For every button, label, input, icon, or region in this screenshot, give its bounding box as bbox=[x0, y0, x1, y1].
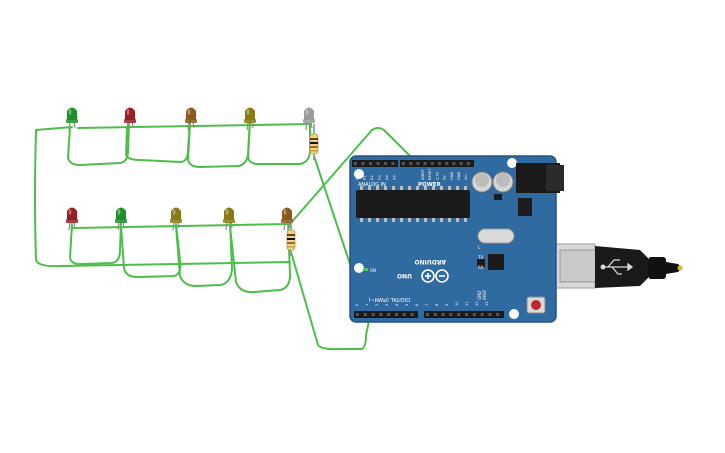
wire-bottom-row-cathode[interactable] bbox=[71, 223, 291, 229]
power-pin-label: 3.3V bbox=[435, 171, 439, 180]
power-pin-label: GND bbox=[450, 172, 454, 180]
wire-top-led4-led5[interactable] bbox=[247, 121, 311, 166]
mounting-hole bbox=[507, 158, 517, 168]
power-pin-label: GND bbox=[457, 172, 461, 180]
usb-tip-dot bbox=[677, 265, 683, 271]
wire-top-led3-led4[interactable] bbox=[187, 117, 251, 168]
led-olive-top[interactable] bbox=[244, 107, 256, 131]
wire-bottom-led2-led3[interactable] bbox=[120, 223, 182, 279]
wire-bottom-led1-led2[interactable] bbox=[69, 221, 122, 266]
led-gray-top[interactable] bbox=[303, 107, 315, 131]
digital-pin-label: 3 bbox=[385, 304, 389, 306]
digital-pin-label: 13 bbox=[485, 301, 489, 306]
on-led-indicator bbox=[363, 268, 368, 271]
digital-pin-label: 11 bbox=[465, 301, 469, 306]
digital-pin-label: 9 bbox=[445, 303, 449, 306]
wire-gnd-to-rail[interactable] bbox=[289, 127, 417, 225]
power-header-strip[interactable] bbox=[400, 160, 474, 167]
led-red-top[interactable] bbox=[124, 107, 136, 131]
digital-header-label: DIGITAL (PWM~) bbox=[368, 296, 410, 302]
capacitor bbox=[492, 171, 514, 193]
wire-bottom-led4-led5[interactable] bbox=[229, 221, 291, 294]
led-green-top[interactable] bbox=[66, 107, 78, 131]
dc-power-jack[interactable] bbox=[516, 163, 564, 193]
aref-label: AREF bbox=[482, 289, 487, 300]
usb-cable[interactable] bbox=[544, 243, 683, 289]
led-olive-bottom-1[interactable] bbox=[170, 207, 182, 231]
wire-bottom-resistor-to-pin[interactable] bbox=[290, 251, 371, 351]
microcontroller-chip bbox=[356, 186, 470, 222]
power-pin-label: 5V bbox=[443, 175, 447, 180]
usb-symbol-icon bbox=[600, 259, 634, 275]
power-header-label: POWER bbox=[418, 182, 442, 188]
digital-pin-label: 8 bbox=[435, 303, 439, 306]
wire-top-led1-led2[interactable] bbox=[67, 123, 130, 166]
analog-pin-label: A4 bbox=[385, 175, 389, 180]
digital-pin-label: 0 bbox=[355, 303, 359, 306]
analog-pin-label: A3 bbox=[378, 175, 382, 180]
power-pin-label: RESET bbox=[428, 168, 432, 180]
analog-pin-label: A1 bbox=[363, 175, 367, 180]
reset-button[interactable] bbox=[526, 296, 546, 314]
wire-top-row-rail[interactable] bbox=[34, 126, 291, 268]
analog-header-strip[interactable] bbox=[352, 160, 398, 167]
digital-pin-label: 2 bbox=[375, 304, 379, 306]
led-red-bottom[interactable] bbox=[66, 207, 78, 231]
digital-pin-label: 12 bbox=[475, 301, 479, 306]
smd-component bbox=[494, 194, 502, 200]
voltage-regulator bbox=[518, 198, 532, 216]
on-led-label: ON bbox=[370, 268, 376, 273]
analog-pin-label: A2 bbox=[370, 175, 374, 180]
power-pin-label: Vin bbox=[464, 174, 468, 180]
arduino-logo-icon bbox=[421, 269, 449, 283]
tx-label: TX bbox=[477, 255, 483, 260]
l-led-label: L bbox=[478, 245, 481, 250]
digital-header-strip-high[interactable] bbox=[424, 311, 504, 318]
analog-header-label: ANALOG IN bbox=[358, 182, 386, 188]
icsp-header[interactable] bbox=[477, 259, 485, 267]
usb-interface-chip bbox=[488, 254, 504, 270]
led-olive-bottom-2[interactable] bbox=[223, 207, 235, 231]
wires bbox=[34, 117, 417, 351]
analog-pin-label: A5 bbox=[393, 175, 397, 180]
mounting-hole bbox=[354, 169, 364, 179]
crystal-oscillator bbox=[477, 228, 515, 244]
digital-pin-label: 4 bbox=[395, 303, 399, 306]
digital-pin-label: 1 bbox=[365, 304, 369, 306]
analog-pin-label: A0 bbox=[355, 175, 359, 180]
digital-pin-label: 6 bbox=[415, 303, 419, 306]
digital-pin-label: 10 bbox=[455, 301, 459, 306]
digital-pin-label: 7 bbox=[425, 304, 429, 306]
led-brown-bottom[interactable] bbox=[281, 207, 293, 231]
digital-header-strip-low[interactable] bbox=[354, 311, 418, 318]
digital-pin-label: 5 bbox=[405, 304, 409, 306]
resistor-top[interactable] bbox=[309, 124, 319, 160]
rx-label: RX bbox=[478, 265, 484, 270]
capacitor bbox=[471, 171, 493, 193]
mounting-hole bbox=[509, 309, 519, 319]
mounting-hole bbox=[354, 263, 364, 273]
arduino-model-label: UNO bbox=[397, 272, 412, 279]
leds bbox=[66, 107, 315, 231]
led-brown-top[interactable] bbox=[185, 107, 197, 131]
led-green-bottom[interactable] bbox=[115, 207, 127, 231]
gnd-label: GND bbox=[477, 291, 482, 300]
resistor-bottom[interactable] bbox=[286, 222, 296, 256]
wire-bottom-led3-led4[interactable] bbox=[175, 221, 233, 287]
arduino-brand-label: ARDUINO bbox=[415, 258, 446, 265]
power-pin-label: IOREF bbox=[421, 169, 425, 180]
